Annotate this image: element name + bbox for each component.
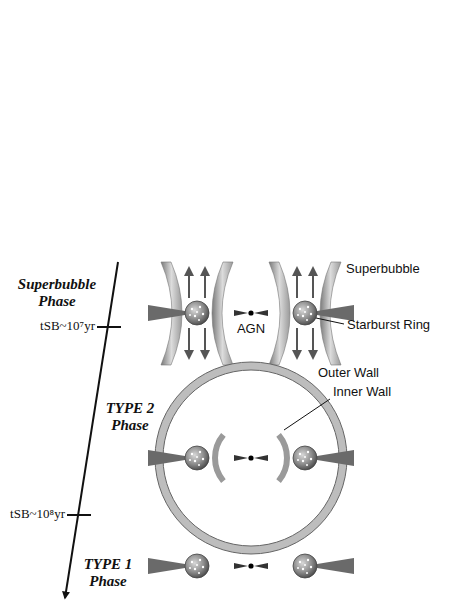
- leader-line: [284, 399, 330, 430]
- phase-label: TYPE 1 Phase: [76, 556, 140, 591]
- starburst-ring: [293, 446, 317, 470]
- leader-line: [316, 318, 344, 324]
- gas-disk: [148, 558, 354, 574]
- phase-label: Superbubble Phase: [10, 276, 104, 311]
- time-axis: [65, 262, 118, 598]
- phase-label: TYPE 2 Phase: [98, 400, 162, 435]
- part-label: Superbubble: [346, 262, 420, 277]
- part-label: Inner Wall: [333, 385, 391, 400]
- starburst-ring: [293, 301, 317, 325]
- gas-disk: [148, 450, 354, 466]
- starburst-ring: [293, 554, 317, 578]
- gas-disk: [148, 305, 354, 321]
- part-label: Starburst Ring: [347, 318, 430, 333]
- part-label: AGN: [237, 322, 265, 337]
- time-label: tSB~10⁷yr: [40, 319, 95, 334]
- time-tick: [67, 514, 91, 516]
- part-label: Outer Wall: [318, 366, 379, 381]
- time-label: tSB~10⁸yr: [10, 507, 65, 522]
- starburst-ring: [185, 554, 209, 578]
- time-tick: [97, 326, 121, 328]
- starburst-ring: [185, 301, 209, 325]
- starburst-ring: [185, 446, 209, 470]
